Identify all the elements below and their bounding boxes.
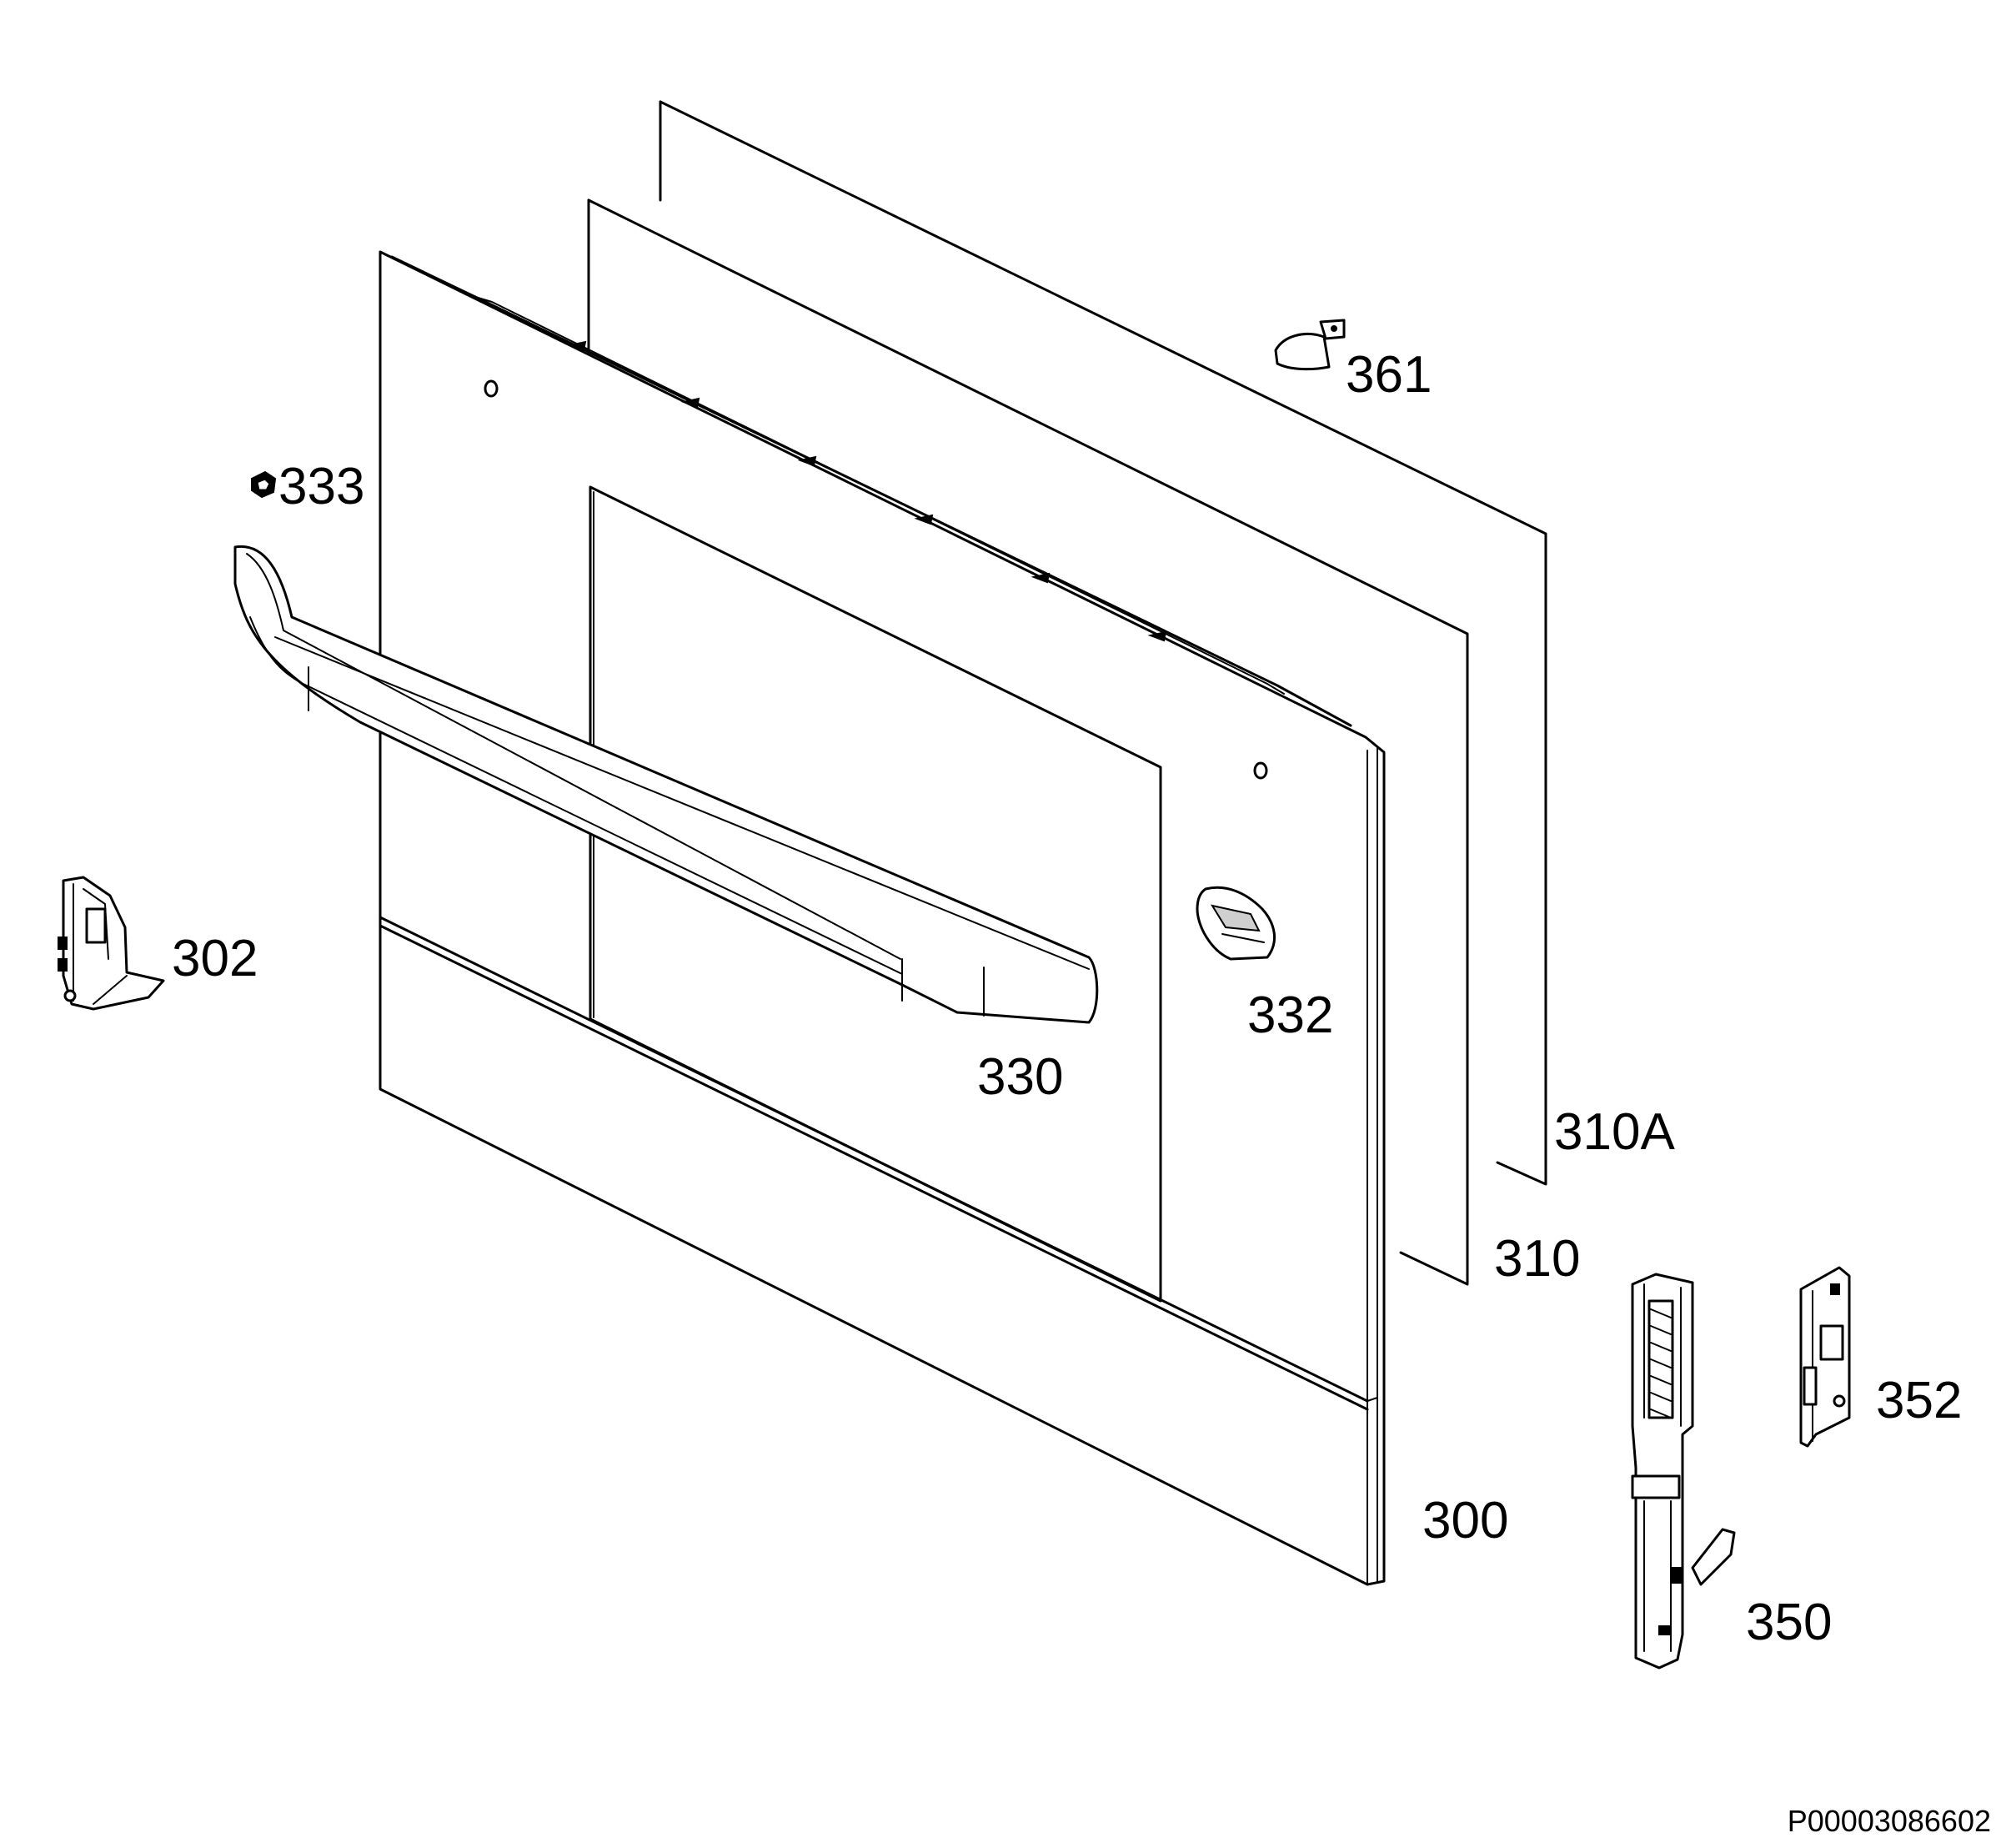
hinge-catch-352 (1799, 1266, 1851, 1448)
screw-333 (251, 470, 277, 499)
label-350: 350 (1746, 1594, 1832, 1651)
door-catch-332 (1196, 886, 1276, 961)
label-361: 361 (1346, 346, 1432, 404)
hinge-350 (1631, 1273, 1736, 1670)
label-330: 330 (977, 1048, 1063, 1106)
clip-361 (1274, 319, 1346, 371)
trim-clip-marks (567, 340, 1167, 642)
label-302: 302 (172, 930, 258, 987)
drawing-code: P00003086602 (1788, 1804, 1991, 1838)
label-300: 300 (1422, 1492, 1508, 1549)
label-310a: 310A (1554, 1103, 1675, 1161)
label-310: 310 (1494, 1230, 1580, 1288)
door-handle-330 (233, 545, 1099, 1024)
label-352: 352 (1876, 1372, 1962, 1429)
label-332: 332 (1247, 987, 1333, 1044)
hinge-block-302 (58, 876, 165, 1011)
label-333: 333 (278, 458, 364, 515)
